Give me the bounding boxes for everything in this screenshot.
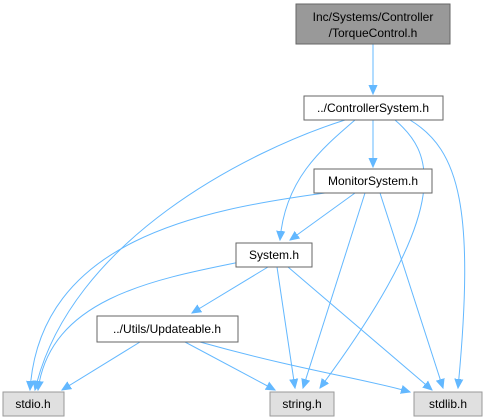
- node-controller-system[interactable]: ../ControllerSystem.h: [303, 95, 444, 121]
- edge-system-to-stdio: [38, 261, 241, 390]
- edge-controllersystem-to-system: [280, 119, 356, 240]
- node-torque-control[interactable]: Inc/Systems/Controller /TorqueControl.h: [295, 3, 451, 45]
- node-system-label: System.h: [249, 248, 299, 262]
- edge-system-to-string: [276, 266, 295, 388]
- edge-controllersystem-to-stdio: [35, 119, 346, 390]
- node-stdio-label: stdio.h: [15, 397, 50, 411]
- edge-controllersystem-to-stdlib: [409, 119, 466, 388]
- node-monitor-system-box: [313, 168, 433, 194]
- edge-controllersystem-to-string: [320, 119, 425, 388]
- edge-system-to-stdlib: [287, 266, 432, 390]
- node-stdlib-box: [413, 391, 483, 417]
- node-monitor-system[interactable]: MonitorSystem.h: [313, 168, 433, 194]
- edge-monitorsystem-to-string: [303, 192, 366, 388]
- node-torque-control-label-line2: /TorqueControl.h: [329, 26, 418, 40]
- node-system[interactable]: System.h: [235, 242, 313, 268]
- node-stdlib-label: stdlib.h: [429, 397, 467, 411]
- edge-updateable-to-stdio: [62, 341, 141, 390]
- edge-monitorsystem-to-system: [290, 192, 356, 240]
- edge-updateable-to-stdlib: [199, 341, 410, 392]
- node-monitor-system-label: MonitorSystem.h: [328, 174, 418, 188]
- edge-updateable-to-string: [184, 341, 275, 390]
- node-controller-system-box: [303, 95, 444, 121]
- node-string-label: string.h: [282, 397, 321, 411]
- node-torque-control-box: [295, 3, 451, 45]
- node-torque-control-label-line1: Inc/Systems/Controller: [313, 10, 434, 24]
- node-controller-system-label: ../ControllerSystem.h: [317, 101, 429, 115]
- node-stdio[interactable]: stdio.h: [2, 391, 65, 417]
- node-updateable-box: [96, 315, 239, 343]
- node-stdlib[interactable]: stdlib.h: [413, 391, 483, 417]
- node-updateable-label: ../Utils/Updateable.h: [113, 322, 221, 336]
- edges: [30, 44, 466, 392]
- edge-system-to-updateable: [192, 266, 269, 313]
- edge-monitorsystem-to-stdio: [30, 192, 326, 390]
- node-string[interactable]: string.h: [269, 391, 335, 417]
- node-stdio-box: [2, 391, 65, 417]
- node-updateable[interactable]: ../Utils/Updateable.h: [96, 315, 239, 343]
- edge-monitorsystem-to-stdlib: [379, 192, 443, 388]
- node-string-box: [269, 391, 335, 417]
- node-system-box: [235, 242, 313, 268]
